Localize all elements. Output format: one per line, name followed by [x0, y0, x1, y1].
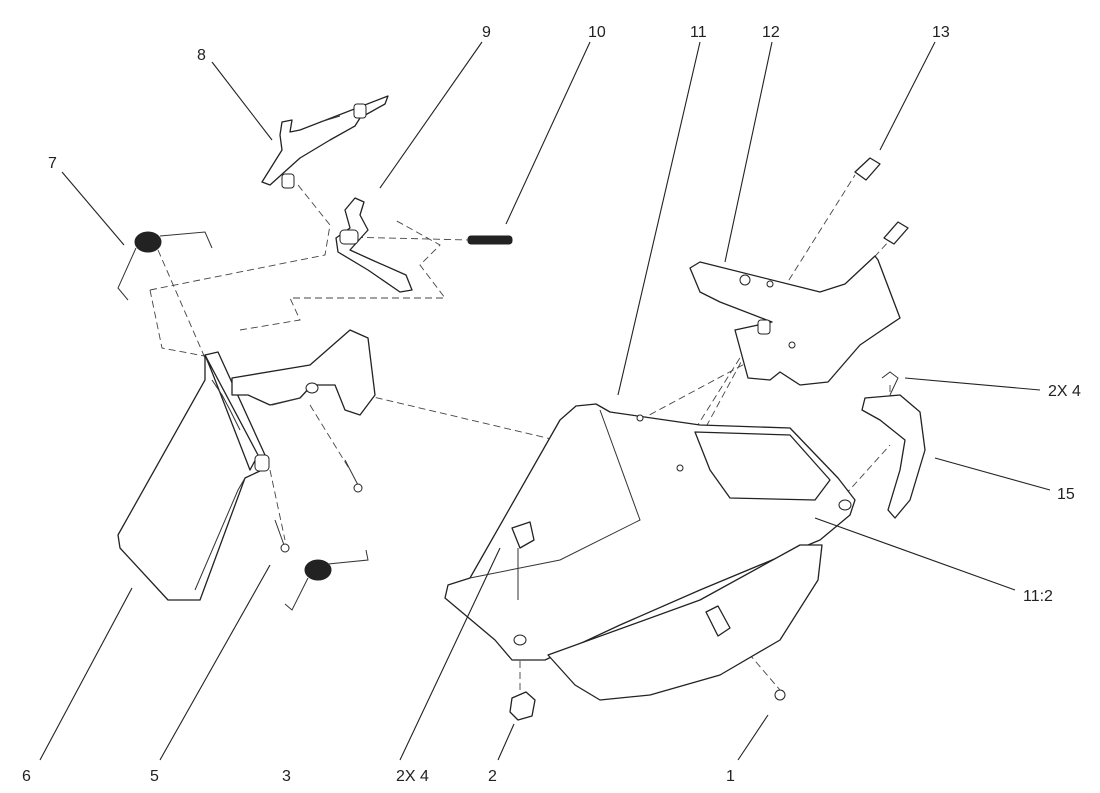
callout-5: 5 — [150, 768, 159, 785]
callout-labels: 8 9 10 11 12 13 7 2X 4 15 11:2 6 5 3 2X … — [22, 24, 1081, 785]
callout-15: 15 — [1057, 486, 1075, 503]
callout-2: 2 — [488, 768, 497, 785]
callout-1: 1 — [726, 768, 735, 785]
callout-9: 9 — [482, 24, 491, 41]
part-11-plate — [444, 403, 856, 661]
part-bolt-2x4 — [511, 521, 535, 600]
callout-3: 3 — [282, 768, 291, 785]
callout-12: 12 — [762, 24, 780, 41]
part-8-bracket — [261, 95, 389, 189]
callout-2x4-right: 2X 4 — [1048, 383, 1081, 400]
callout-11: 11 — [690, 24, 707, 41]
part-13-bolts — [854, 157, 909, 245]
callout-7: 7 — [48, 155, 57, 172]
leader-lines — [39, 41, 1051, 761]
callout-6: 6 — [22, 768, 31, 785]
callout-8: 8 — [197, 47, 206, 64]
part-10-spring — [467, 235, 513, 245]
part-2-nut — [509, 691, 536, 721]
part-7-spring — [117, 231, 213, 301]
part-5-spring — [284, 549, 369, 611]
part-12-bracket — [689, 255, 901, 386]
callout-13: 13 — [932, 24, 950, 41]
part-11-guard — [547, 544, 823, 701]
part-1-bushing — [705, 605, 786, 701]
part-3-bracket — [231, 329, 376, 416]
part-9-lever — [335, 197, 413, 293]
part-6-housing — [117, 351, 270, 601]
callout-11-2: 11:2 — [1023, 588, 1053, 605]
part-screws-left — [274, 459, 363, 553]
part-15-bracket — [861, 371, 926, 519]
callout-2x4-bottom: 2X 4 — [396, 768, 429, 785]
callout-10: 10 — [588, 24, 606, 41]
